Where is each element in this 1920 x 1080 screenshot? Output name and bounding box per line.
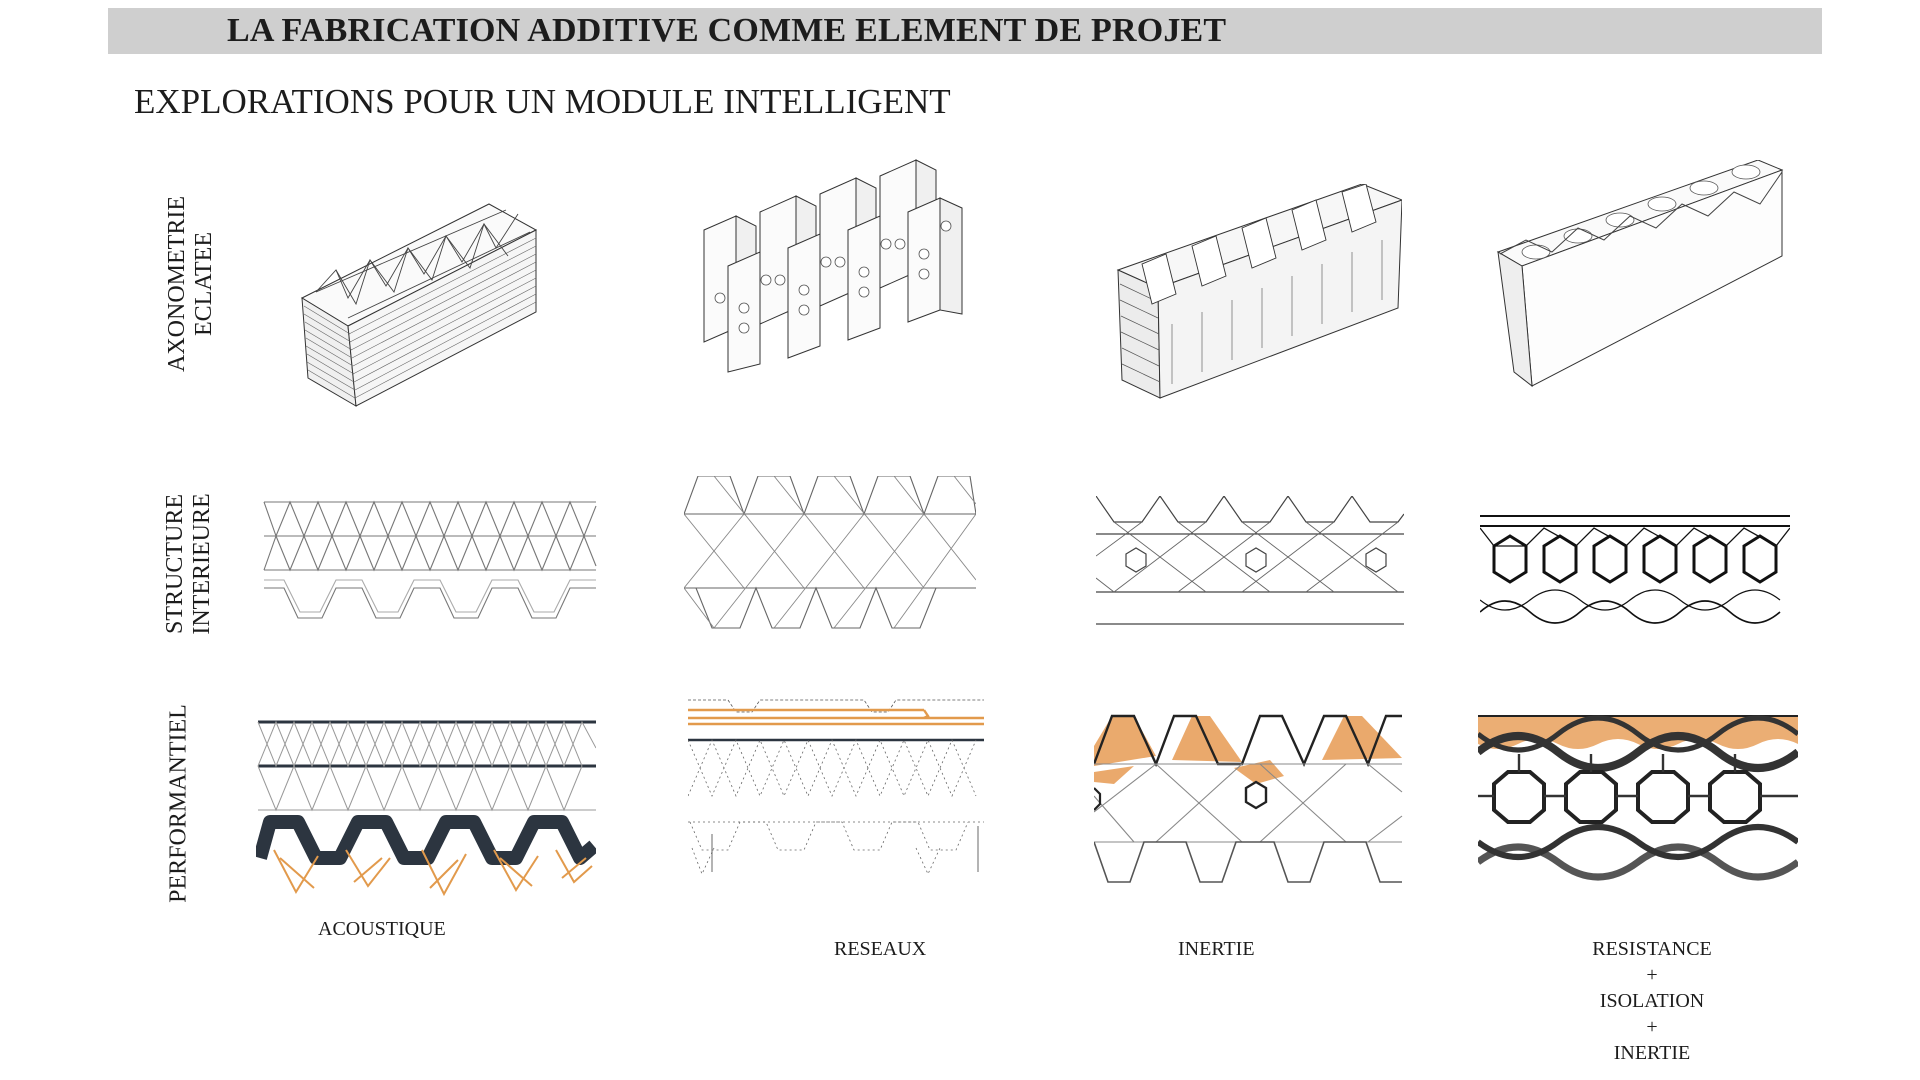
- performance-acoustique-drawing: [256, 718, 596, 900]
- structure-reseaux-drawing: [684, 476, 976, 630]
- row-label-structure: STRUCTURE INTERIEURE: [162, 464, 216, 664]
- performance-resistance-drawing: [1478, 714, 1798, 888]
- axo-inertie-drawing: [1112, 184, 1402, 399]
- page-title: LA FABRICATION ADDITIVE COMME ELEMENT DE…: [227, 12, 1227, 49]
- caption-resistance-line: ISOLATION: [1599, 990, 1705, 1012]
- row-label-line: ECLATEE: [191, 232, 217, 336]
- row-label-axonometrie: AXONOMETRIE ECLATEE: [164, 184, 218, 384]
- row-label-performantiel: PERFORMANTIEL: [166, 704, 193, 904]
- row-label-line: PERFORMANTIEL: [165, 704, 192, 903]
- axo-resistance-drawing: [1496, 160, 1786, 390]
- performance-reseaux-drawing: [688, 698, 984, 876]
- caption-resistance-line: +: [1646, 964, 1658, 986]
- structure-resistance-drawing: [1480, 512, 1790, 624]
- row-label-line: INTERIEURE: [189, 493, 215, 635]
- axo-acoustique-drawing: [296, 200, 546, 415]
- caption-reseaux: RESEAUX: [834, 938, 927, 960]
- caption-resistance: RESISTANCE + ISOLATION + INERTIE: [1584, 936, 1720, 1066]
- caption-acoustique: ACOUSTIQUE: [318, 918, 446, 940]
- row-label-line: STRUCTURE: [162, 494, 188, 635]
- page-subtitle: EXPLORATIONS POUR UN MODULE INTELLIGENT: [134, 82, 951, 121]
- title-banner: LA FABRICATION ADDITIVE COMME ELEMENT DE…: [108, 8, 1822, 54]
- caption-resistance-line: INERTIE: [1613, 1042, 1691, 1064]
- structure-inertie-drawing: [1096, 496, 1404, 628]
- caption-inertie: INERTIE: [1178, 938, 1255, 960]
- structure-acoustique-drawing: [262, 500, 598, 620]
- caption-resistance-line: RESISTANCE: [1592, 938, 1712, 960]
- performance-inertie-drawing: [1094, 712, 1404, 888]
- row-label-line: AXONOMETRIE: [164, 196, 190, 372]
- caption-resistance-line: +: [1646, 1016, 1658, 1038]
- axo-reseaux-drawing: [700, 158, 970, 373]
